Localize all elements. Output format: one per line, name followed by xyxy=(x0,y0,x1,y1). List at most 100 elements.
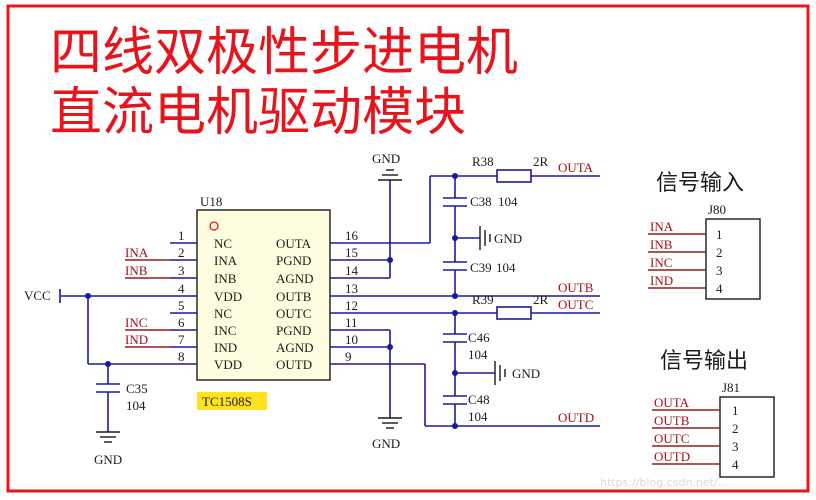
junction-outc xyxy=(452,310,458,316)
lpin-num-5: 5 xyxy=(178,298,185,313)
title-line2: 直流电机驱动模块 xyxy=(50,83,466,143)
gnd-mid1-symbol xyxy=(479,226,491,250)
rpin-name-12: OUTC xyxy=(276,306,311,321)
lpin-name-8: VDD xyxy=(214,357,242,372)
c35-value: 104 xyxy=(126,398,146,413)
c38-capacitor xyxy=(443,197,467,207)
lpin-name-5: NC xyxy=(214,306,232,321)
gnd-bottom-mid-symbol xyxy=(378,417,402,429)
lpin-name-4: VDD xyxy=(214,289,242,304)
j80-wires xyxy=(648,233,706,289)
j81-ref: J81 xyxy=(722,380,740,395)
junction-agnd-bottom xyxy=(387,344,393,350)
gnd-top-symbol xyxy=(378,169,402,181)
junction-c35 xyxy=(105,361,111,367)
rpin-name-10: AGND xyxy=(276,340,314,355)
lpin-name-1: NC xyxy=(214,236,232,251)
rpin-num-12: 12 xyxy=(345,298,358,313)
gnd-mid1: GND xyxy=(494,231,522,246)
rpin-name-11: PGND xyxy=(276,323,311,338)
net-outb-right: OUTB xyxy=(558,280,594,295)
rpin-name-14: AGND xyxy=(276,271,314,286)
net-vcc: VCC xyxy=(24,288,51,303)
pin1-marker xyxy=(209,221,219,231)
lpin-num-2: 2 xyxy=(178,245,185,260)
c48-ref: C48 xyxy=(468,392,490,407)
rpin-name-13: OUTB xyxy=(276,289,312,304)
chip-part-bg xyxy=(197,392,267,410)
r39-ref: R39 xyxy=(472,292,494,307)
lpin-num-7: 7 xyxy=(178,332,185,347)
left-pin-stubs xyxy=(170,242,197,365)
lpin-num-1: 1 xyxy=(178,228,185,243)
rpin-num-11: 11 xyxy=(345,315,358,330)
lpin-num-4: 4 xyxy=(178,281,185,296)
j81-wires xyxy=(652,409,720,465)
gnd-mid2: GND xyxy=(512,366,540,381)
chip-part: TC1508S xyxy=(202,394,252,409)
junction-gnd-mid2 xyxy=(452,370,458,376)
rpin-name-9: OUTD xyxy=(276,357,312,372)
outa-wires xyxy=(370,175,600,296)
rpin-num-10: 10 xyxy=(345,332,358,347)
left-input-wires xyxy=(125,259,170,348)
r39-value: 2R xyxy=(533,292,549,307)
j81-body xyxy=(719,396,775,478)
c39-capacitor xyxy=(443,261,467,271)
gnd-top: GND xyxy=(372,151,400,166)
c48-value: 104 xyxy=(468,409,488,424)
lpin-num-3: 3 xyxy=(178,263,185,278)
chip-body xyxy=(196,209,331,381)
net-outd-right: OUTD xyxy=(558,410,594,425)
c39-value: 104 xyxy=(496,260,516,275)
j80-pin4-net: IND xyxy=(650,273,673,288)
c46-capacitor xyxy=(443,333,467,343)
net-inb-left: INB xyxy=(125,263,148,278)
r38-value: 2R xyxy=(533,154,549,169)
rpin-num-13: 13 xyxy=(345,281,358,296)
right-pin-stubs xyxy=(330,242,370,365)
pgnd-agnd-bottom-wires xyxy=(370,329,391,418)
j80-body xyxy=(705,218,761,300)
junction-vcc xyxy=(85,293,91,299)
c46-value: 104 xyxy=(468,347,488,362)
rpin-name-16: OUTA xyxy=(276,236,312,251)
j80-pin1-num: 1 xyxy=(716,227,723,242)
rpin-num-16: 16 xyxy=(345,228,359,243)
j81-pin1-net: OUTA xyxy=(654,395,690,410)
net-inc-left: INC xyxy=(125,315,147,330)
j81-title: 信号输出 xyxy=(660,349,748,374)
net-outa-right: OUTA xyxy=(558,160,594,175)
gnd-bottom-mid: GND xyxy=(372,436,400,451)
c35-ref: C35 xyxy=(126,381,148,396)
lpin-name-6: INC xyxy=(214,323,236,338)
r39-resistor xyxy=(496,306,532,320)
j80-pin4-num: 4 xyxy=(716,281,723,296)
rpin-num-14: 14 xyxy=(345,263,359,278)
c48-capacitor xyxy=(443,395,467,405)
net-ina-left: INA xyxy=(125,245,149,260)
watermark: https://blog.csdn.net/... xyxy=(600,476,728,489)
c38-ref: C38 xyxy=(470,194,492,209)
r38-resistor xyxy=(496,169,532,183)
gnd-bottom-left: GND xyxy=(94,452,122,467)
junction-gnd-mid1 xyxy=(452,235,458,241)
lpin-name-3: INB xyxy=(214,271,237,286)
c39-ref: C39 xyxy=(470,260,492,275)
junction-pgnd-top xyxy=(387,257,393,263)
net-ind-left: IND xyxy=(125,332,148,347)
j80-title: 信号输入 xyxy=(656,171,744,196)
j81-pin2-net: OUTB xyxy=(654,413,690,428)
sheet-border xyxy=(6,4,810,493)
rpin-num-9: 9 xyxy=(345,349,352,364)
rpin-num-15: 15 xyxy=(345,245,358,260)
j80-pin3-net: INC xyxy=(650,255,672,270)
c38-value: 104 xyxy=(498,194,518,209)
title-line1: 四线双极性步进电机 xyxy=(50,23,518,83)
r38-ref: R38 xyxy=(472,154,494,169)
j81-pin4-num: 4 xyxy=(732,457,739,472)
vcc-wires xyxy=(59,289,170,432)
j80-pin2-num: 2 xyxy=(716,245,723,260)
lpin-num-6: 6 xyxy=(178,315,185,330)
